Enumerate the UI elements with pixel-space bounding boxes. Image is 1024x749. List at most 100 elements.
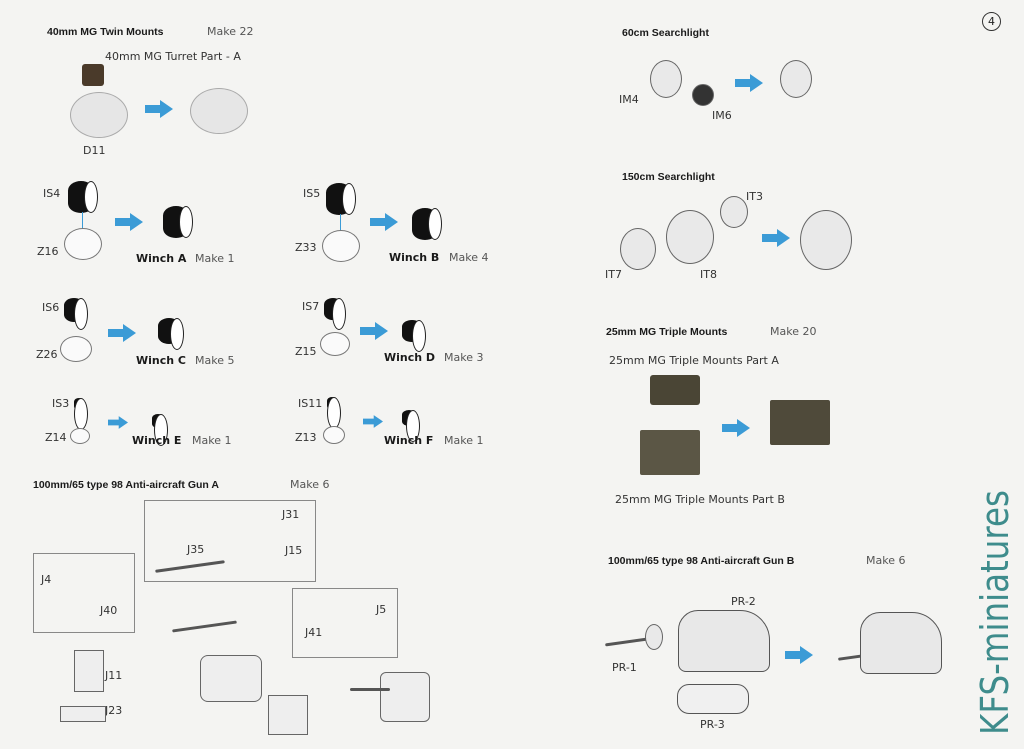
part-label: D11 — [83, 144, 106, 157]
gun-b-assembled-image — [860, 612, 942, 674]
part-label: IS11 — [298, 397, 323, 410]
part-label: IS6 — [42, 301, 60, 314]
make-count: Make 22 — [207, 25, 254, 38]
make-count: Make 1 — [195, 252, 235, 265]
reel-part-image — [320, 332, 350, 356]
part-label: IS7 — [302, 300, 320, 313]
watermark-logo: KFS-miniatures — [973, 490, 1017, 735]
make-count: Make 1 — [444, 434, 484, 447]
gun-part-image — [645, 624, 663, 650]
make-count: Make 1 — [192, 434, 232, 447]
part-label: Z14 — [45, 431, 67, 444]
drum-part-image — [326, 183, 356, 215]
part-label: J40 — [100, 604, 118, 617]
part-label: J41 — [305, 626, 323, 639]
winch-assembled-image — [402, 320, 426, 352]
make-count: Make 4 — [449, 251, 489, 264]
part-label: J11 — [105, 669, 123, 682]
part-label: J15 — [285, 544, 303, 557]
subpart-label: 25mm MG Triple Mounts Part A — [609, 354, 779, 367]
part-label: IS4 — [43, 187, 61, 200]
detail-callout-box — [292, 588, 398, 658]
searchlight-assembled-image — [800, 210, 852, 270]
mount-base-image — [70, 92, 128, 138]
part-label: J23 — [105, 704, 123, 717]
part-label: PR-3 — [700, 718, 725, 731]
reel-part-image — [64, 228, 102, 260]
reel-part-image — [323, 426, 345, 444]
arrow-icon — [785, 646, 813, 664]
drum-part-image — [324, 298, 346, 330]
subpart-label: 25mm MG Triple Mounts Part B — [615, 493, 785, 506]
page-number: 4 — [982, 12, 1001, 31]
make-count: Make 3 — [444, 351, 484, 364]
section-title-gun-b: 100mm/65 type 98 Anti-aircraft Gun B — [608, 555, 795, 567]
reel-part-image — [70, 428, 90, 444]
winch-name: Winch D — [384, 351, 436, 364]
arrow-icon — [363, 415, 383, 428]
arrow-icon — [735, 74, 763, 92]
section-title-40mm-mg: 40mm MG Twin Mounts — [47, 26, 164, 38]
detail-callout-box — [144, 500, 316, 582]
searchlight-assembled-image — [780, 60, 812, 98]
arrow-icon — [370, 213, 398, 231]
part-label: IM4 — [619, 93, 639, 106]
lens-part-image — [620, 228, 656, 270]
section-title-60cm-searchlight: 60cm Searchlight — [622, 27, 709, 39]
part-label: J4 — [41, 573, 52, 586]
part-label: Z15 — [295, 345, 317, 358]
drum-part-image — [74, 398, 88, 430]
base-ring-image — [677, 684, 749, 714]
winch-name: Winch E — [132, 434, 182, 447]
searchlight-body-image — [666, 210, 714, 264]
part-label: J31 — [282, 508, 300, 521]
gun-a-part-image — [200, 655, 262, 702]
winch-name: Winch F — [384, 434, 434, 447]
detail-callout-box — [33, 553, 135, 633]
lens-part-image — [692, 84, 714, 106]
winch-name: Winch C — [136, 354, 186, 367]
winch-assembled-image — [163, 206, 193, 238]
drum-part-image — [327, 397, 341, 429]
make-count: Make 20 — [770, 325, 817, 338]
arrow-icon — [762, 229, 790, 247]
part-label: J35 — [187, 543, 205, 556]
part-label: Z16 — [37, 245, 59, 258]
mg25-assembled-image — [770, 400, 830, 445]
gun-a-assembled-image — [380, 672, 430, 722]
drum-part-image — [64, 298, 88, 330]
winch-name: Winch B — [389, 251, 440, 264]
gun-a-part-image — [74, 650, 104, 692]
part-label: IS3 — [52, 397, 70, 410]
arrow-icon — [108, 324, 136, 342]
gun-a-part-image — [60, 706, 106, 722]
make-count: Make 6 — [866, 554, 906, 567]
gun-a-part-image — [268, 695, 308, 735]
gun-b-turret-image — [678, 610, 770, 672]
winch-name: Winch A — [136, 252, 187, 265]
part-label: IM6 — [712, 109, 732, 122]
part-a-image — [650, 375, 700, 405]
subpart-label: 40mm MG Turret Part - A — [105, 50, 241, 63]
part-label: IT3 — [746, 190, 763, 203]
back-part-image — [720, 196, 748, 228]
winch-assembled-image — [402, 410, 420, 442]
arrow-icon — [145, 100, 173, 118]
watermark-text: KFS-miniatures — [973, 490, 1017, 735]
arrow-icon — [115, 213, 143, 231]
section-title-gun-a: 100mm/65 type 98 Anti-aircraft Gun A — [33, 479, 219, 491]
section-title-25mm-mg: 25mm MG Triple Mounts — [606, 326, 728, 338]
arrow-icon — [108, 416, 128, 429]
winch-assembled-image — [412, 208, 442, 240]
make-count: Make 6 — [290, 478, 330, 491]
part-label: Z33 — [295, 241, 317, 254]
make-count: Make 5 — [195, 354, 235, 367]
part-label: IT7 — [605, 268, 622, 281]
arrow-icon — [360, 322, 388, 340]
winch-assembled-image — [158, 318, 184, 350]
part-label: PR-1 — [612, 661, 637, 674]
reel-part-image — [322, 230, 360, 262]
part-b-image — [640, 430, 700, 475]
part-label: J5 — [376, 603, 387, 616]
part-label: PR-2 — [731, 595, 756, 608]
